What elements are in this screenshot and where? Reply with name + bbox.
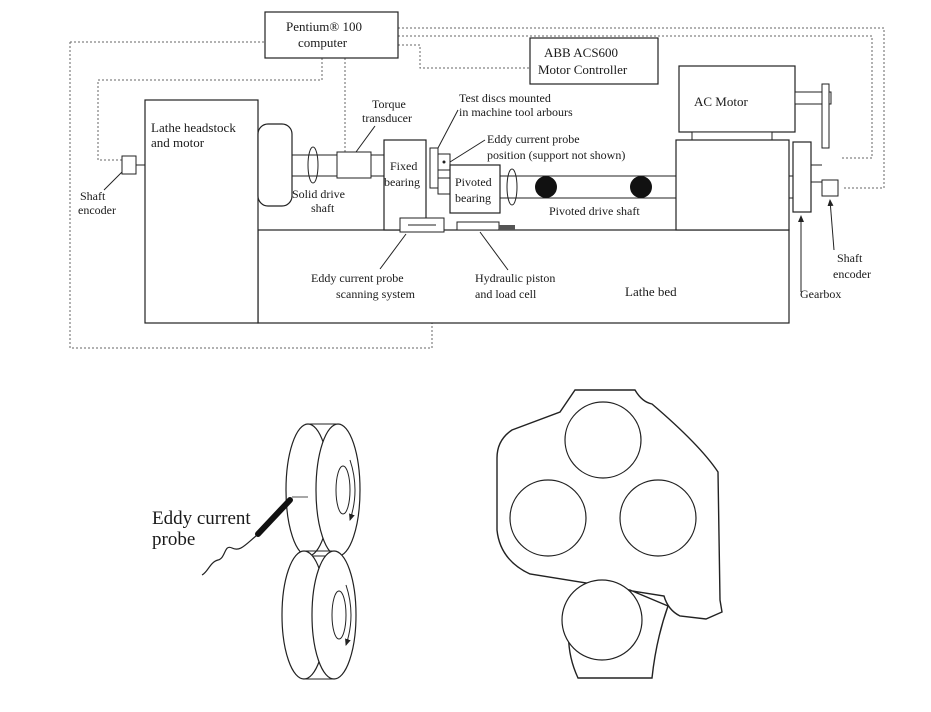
- probe-cable: [201, 535, 257, 576]
- universal-joint-right: [630, 176, 652, 198]
- shaft-encoder-left-label-2: encoder: [78, 203, 116, 217]
- computer-label-1: Pentium® 100: [286, 19, 362, 34]
- lathe-headstock: Lathe headstock and motor: [144, 99, 259, 324]
- motor-controller-box: ABB ACS600 Motor Controller: [529, 37, 659, 85]
- shaft-encoder-left: Shaft encoder: [78, 155, 145, 217]
- scanning-label-1: Eddy current probe: [311, 271, 404, 285]
- ac-motor-label: AC Motor: [694, 94, 748, 109]
- universal-joint-left: [535, 176, 557, 198]
- gearbox: Gearbox: [792, 141, 841, 301]
- test-discs-label-1: Test discs mounted: [459, 91, 551, 105]
- test-discs-label-2: in machine tool arbours: [459, 105, 573, 119]
- solid-drive-label-2: shaft: [311, 201, 335, 215]
- arbour-illustration: [496, 389, 723, 679]
- fixed-bearing-label-1: Fixed: [390, 159, 417, 173]
- shaft-encoder-right: Shaft encoder: [821, 179, 871, 281]
- eddy-probe-pos-label-2: position (support not shown): [487, 148, 625, 162]
- pivoted-drive-shaft-label: Pivoted drive shaft: [549, 204, 640, 218]
- eddy-probe-position: Eddy current probe position (support not…: [449, 132, 625, 163]
- arbour-disc-top: [564, 401, 642, 479]
- test-discs: Test discs mounted in machine tool arbou…: [429, 91, 573, 195]
- lathe-chuck: [257, 123, 293, 207]
- torque-label-1: Torque: [372, 97, 406, 111]
- motor-pedestal: [675, 139, 790, 231]
- eddy-probe-scanning-system: Eddy current probe scanning system: [311, 217, 445, 301]
- scanning-label-2: scanning system: [336, 287, 416, 301]
- disc-pair-illustration: Eddy current probe: [152, 423, 361, 680]
- probe-label-2: probe: [152, 529, 195, 550]
- pivoted-bearing-label-1: Pivoted: [455, 175, 492, 189]
- pivoted-bearing-label-2: bearing: [455, 191, 491, 205]
- pivoted-bearing: Pivoted bearing: [449, 164, 501, 214]
- arbour-disc-left: [509, 479, 587, 557]
- computer-label-2: computer: [298, 35, 348, 50]
- headstock-label-1: Lathe headstock: [151, 120, 236, 135]
- fixed-bearing: Fixed bearing: [383, 139, 427, 231]
- arbour-disc-right: [619, 479, 697, 557]
- solid-drive-label-1: Solid drive: [292, 187, 345, 201]
- fixed-bearing-label-2: bearing: [384, 175, 420, 189]
- hydraulic-label-2: and load cell: [475, 287, 537, 301]
- hydraulic-piston: Hydraulic piston and load cell: [456, 221, 555, 301]
- torque-transducer: Torque transducer: [336, 97, 412, 179]
- eddy-probe-pos-label-1: Eddy current probe: [487, 132, 580, 146]
- gearbox-label: Gearbox: [800, 287, 841, 301]
- torque-label-2: transducer: [362, 111, 412, 125]
- lathe-bed: Lathe bed: [257, 229, 790, 324]
- computer-box: Pentium® 100 computer: [264, 11, 399, 59]
- shaft-encoder-left-label-1: Shaft: [80, 189, 106, 203]
- ac-motor: AC Motor: [678, 65, 832, 149]
- probe-label-1: Eddy current: [152, 508, 251, 529]
- eddy-probe-rod: [255, 497, 293, 537]
- motor-controller-label-1: ABB ACS600: [544, 45, 618, 60]
- shaft-encoder-right-label-2: encoder: [833, 267, 871, 281]
- shaft-encoder-right-label-1: Shaft: [837, 251, 863, 265]
- headstock-label-2: and motor: [151, 135, 205, 150]
- motor-controller-label-2: Motor Controller: [538, 62, 628, 77]
- lathe-bed-label: Lathe bed: [625, 284, 677, 299]
- hydraulic-label-1: Hydraulic piston: [475, 271, 555, 285]
- arbour-disc-bottom: [561, 579, 643, 661]
- signal-wiring: [69, 27, 885, 349]
